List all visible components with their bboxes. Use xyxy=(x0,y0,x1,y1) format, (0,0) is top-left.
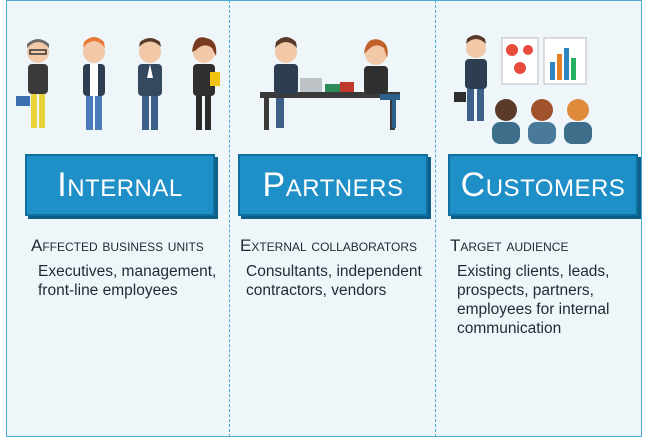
partners-subtitle: External collaborators xyxy=(240,236,417,255)
meeting-at-desk-icon xyxy=(260,37,400,130)
customers-subtitle: Target audience xyxy=(450,236,569,255)
column-customers: Customers Target audience Existing clien… xyxy=(436,0,642,437)
column-divider xyxy=(435,0,436,437)
presentation-audience-icon xyxy=(454,35,592,144)
internal-banner: Internal xyxy=(25,154,215,216)
column-partners: Partners External collaborators Consulta… xyxy=(230,0,435,437)
customers-banner: Customers xyxy=(448,154,638,216)
column-internal: Internal Affected business units Executi… xyxy=(6,0,229,437)
internal-description: Executives, management, front-line emplo… xyxy=(38,263,217,299)
partners-description: Consultants, independent contractors, ve… xyxy=(246,263,422,299)
internal-subtitle: Affected business units xyxy=(31,236,204,255)
customers-description: Existing clients, leads, prospects, part… xyxy=(457,263,610,337)
column-divider xyxy=(229,0,230,437)
partners-banner: Partners xyxy=(238,154,428,216)
four-employees-icon xyxy=(16,37,220,130)
